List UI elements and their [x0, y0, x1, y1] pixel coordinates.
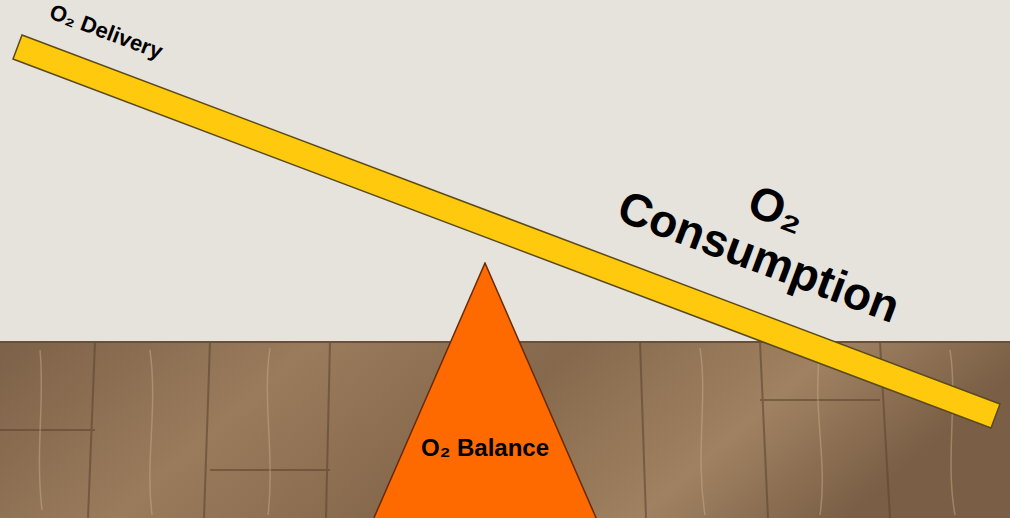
triangle-outline — [372, 262, 598, 518]
fulcrum-triangle: O₂ Balance — [372, 262, 598, 518]
node-text: O₂ Balance — [420, 434, 550, 463]
